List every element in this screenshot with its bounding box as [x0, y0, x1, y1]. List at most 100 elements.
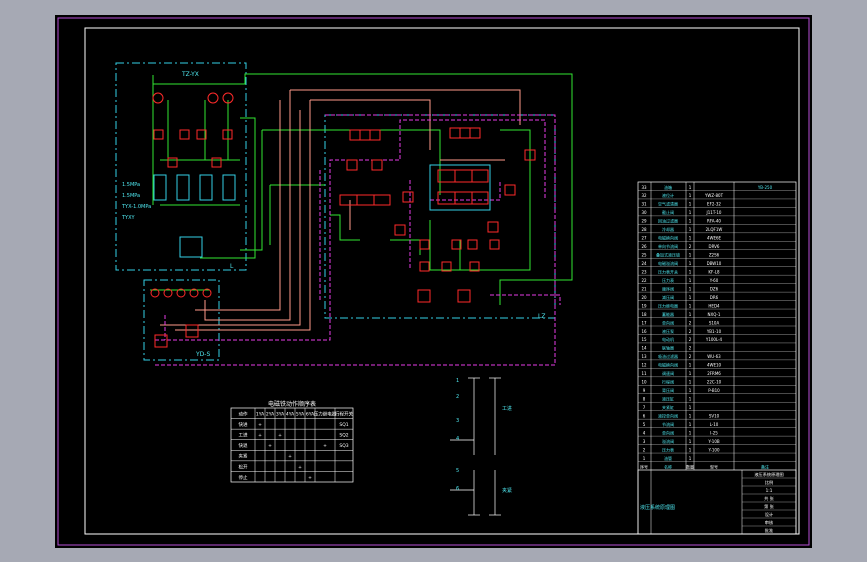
- parts-cell: 液压缸: [662, 396, 674, 402]
- parts-cell: 1: [689, 413, 692, 418]
- parts-cell: 27: [641, 236, 647, 241]
- parts-cell: 电磁换向阀: [658, 235, 678, 241]
- parts-header-cell: 序号: [640, 463, 648, 469]
- parts-cell: 14: [641, 346, 647, 351]
- parts-cell: 12: [641, 363, 647, 368]
- parts-cell: 2FRM6: [707, 371, 721, 376]
- cycle-label: 3: [456, 418, 459, 424]
- valve-block-6-icon: [441, 261, 452, 272]
- parts-cell: 1: [689, 380, 692, 385]
- parts-cell: 油箱: [664, 184, 672, 190]
- relief-valve-2-icon: [371, 159, 383, 171]
- cycle-side-label-top: 工进: [502, 405, 512, 412]
- parts-cell: 回油过滤器: [658, 218, 678, 224]
- pump-2-icon: [207, 92, 219, 104]
- parts-cell: YB-250: [757, 185, 773, 190]
- outer-border: [57, 17, 810, 546]
- sequence-table-title: 电磁铁动作顺序表: [268, 400, 316, 408]
- parts-cell: 1: [689, 422, 692, 427]
- parts-cell: P-B10: [708, 388, 720, 393]
- parts-cell: 1: [689, 219, 692, 224]
- gauge-2-icon: [163, 288, 173, 298]
- parts-cell: 1: [689, 269, 692, 274]
- parts-cell: RFA-40: [707, 219, 721, 224]
- parts-cell: J11T-10: [706, 210, 722, 215]
- valve-block-4-icon: [489, 239, 500, 250]
- parts-cell: 蓄能器: [662, 311, 674, 317]
- parts-cell: 31: [641, 202, 647, 207]
- parts-cell: 1: [689, 456, 692, 461]
- parts-cell: 顺序阀: [662, 285, 674, 291]
- salmon-pipes: [160, 89, 521, 331]
- title-block-cell: 第 张: [764, 503, 775, 510]
- parts-cell: 1: [689, 202, 692, 207]
- pump-1-icon: [152, 92, 164, 104]
- parts-cell: 溢流阀: [662, 438, 674, 444]
- parts-cell: 33: [641, 185, 647, 190]
- parts-cell: 1: [689, 312, 692, 317]
- relief-valve-7-icon: [504, 184, 516, 196]
- parts-cell: 1: [689, 253, 692, 258]
- parts-cell: 1: [689, 236, 692, 241]
- parts-cell: 1: [689, 405, 692, 410]
- parts-cell: 28: [641, 227, 647, 232]
- title-block-cell: 设计: [765, 511, 773, 518]
- sequence-cell: +: [258, 433, 262, 439]
- sequence-cell: 快进: [239, 421, 248, 428]
- sequence-header-cell: 1YA: [256, 411, 265, 417]
- sequence-cell: 快退: [239, 442, 248, 449]
- parts-cell: 夹紧缸: [662, 404, 674, 410]
- parts-cell: 减压阀: [662, 294, 674, 300]
- pump-station-outline: [115, 62, 247, 271]
- sequence-cell: 停止: [239, 474, 248, 481]
- relief-valve-3-icon: [402, 191, 414, 203]
- parts-cell: 18: [641, 312, 647, 317]
- check-valve-4-icon: [222, 129, 233, 140]
- title-block-cell: 比例: [765, 479, 773, 486]
- relief-valve-1-icon: [346, 159, 358, 171]
- parts-cell: 1: [689, 295, 692, 300]
- return-filter-icon: [154, 334, 168, 348]
- parts-cell: 15: [641, 337, 647, 342]
- hydraulic-components: [150, 92, 536, 348]
- sequence-cell: 工进: [239, 432, 248, 439]
- parts-cell: 2LQF1W: [706, 227, 723, 232]
- parts-cell: 10: [641, 380, 647, 385]
- parts-cell: 1: [689, 439, 692, 444]
- solenoid-valve-2-icon: [449, 127, 481, 139]
- sequence-header-cell: 4YA: [286, 411, 295, 417]
- relief-valve-6-icon: [524, 149, 536, 161]
- accumulator-icon: [179, 236, 203, 258]
- parts-cell: DRV6: [709, 244, 720, 249]
- parts-cell: 2: [689, 329, 692, 334]
- solenoid-valve-4-icon: [339, 194, 391, 206]
- sequence-cell: SQ1: [339, 422, 348, 428]
- tank-label: TZ-YX: [181, 71, 199, 78]
- sequence-header-cell: 3YA: [276, 411, 285, 417]
- parts-cell: I-25: [710, 430, 718, 435]
- relief-valve-5-icon: [487, 221, 499, 233]
- parts-cell: 21: [641, 286, 647, 291]
- parts-cell: 冷却器: [662, 226, 674, 232]
- parts-cell: Z2S6: [709, 253, 720, 258]
- parts-cell: 6: [643, 413, 646, 418]
- parts-cell: 22: [641, 278, 647, 283]
- sequence-header-cell: 压力继电器: [314, 410, 337, 417]
- filter-1-icon: [167, 157, 178, 168]
- parts-cell: 调速阀: [662, 370, 674, 376]
- check-valve-2-icon: [179, 129, 190, 140]
- parts-cell: 截止阀: [662, 209, 674, 215]
- sequence-header-cell: 5YA: [296, 411, 305, 417]
- drawing-sheet: [55, 15, 812, 548]
- motor-2-icon: [176, 174, 190, 201]
- parts-cell: 4: [643, 430, 646, 435]
- parts-cell: 5: [643, 422, 646, 427]
- sequence-cell: 夹紧: [239, 453, 248, 460]
- parts-cell: 23: [641, 269, 647, 274]
- parts-cell: 4WE10: [707, 363, 722, 368]
- title-block-cell: 液压系统原理图: [754, 471, 783, 478]
- parts-cell: Y100L-4: [705, 337, 723, 342]
- cycle-side-label-bottom: 夹紧: [502, 487, 512, 494]
